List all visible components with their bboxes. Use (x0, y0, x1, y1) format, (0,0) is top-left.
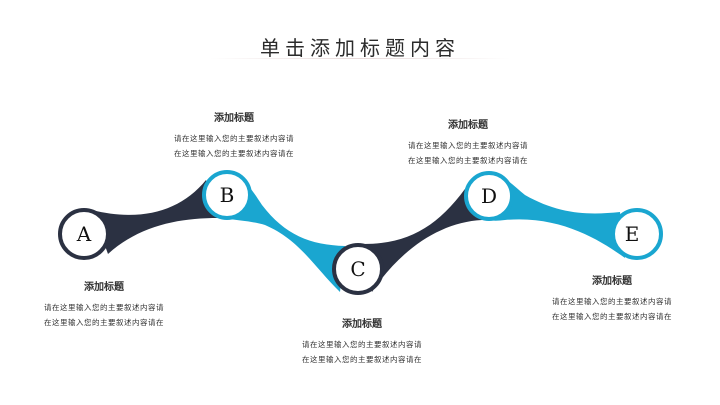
block-line[interactable]: 在这里输入您的主要叙述内容请在 (302, 355, 422, 364)
block-heading[interactable]: 添加标题 (342, 319, 382, 330)
node-e[interactable]: E (611, 208, 663, 260)
block-line[interactable]: 请在这里输入您的主要叙述内容请 (552, 297, 672, 306)
text-block-b: 添加标题 请在这里输入您的主要叙述内容请 在这里输入您的主要叙述内容请在 (144, 109, 324, 161)
block-line[interactable]: 请在这里输入您的主要叙述内容请 (408, 141, 528, 150)
node-d[interactable]: D (464, 171, 514, 221)
text-block-e: 添加标题 请在这里输入您的主要叙述内容请 在这里输入您的主要叙述内容请在 (522, 272, 702, 324)
svg-text:B: B (220, 183, 235, 207)
block-line[interactable]: 在这里输入您的主要叙述内容请在 (408, 156, 528, 165)
slide-title[interactable]: 单击添加标题内容 (260, 36, 460, 60)
svg-text:E: E (625, 222, 640, 246)
node-c[interactable]: C (332, 243, 384, 295)
text-block-d: 添加标题 请在这里输入您的主要叙述内容请 在这里输入您的主要叙述内容请在 (378, 116, 558, 168)
svg-text:A: A (76, 222, 92, 246)
block-heading[interactable]: 添加标题 (592, 276, 632, 287)
block-line[interactable]: 请在这里输入您的主要叙述内容请 (302, 340, 422, 349)
node-a[interactable]: A (58, 208, 110, 260)
block-line[interactable]: 在这里输入您的主要叙述内容请在 (552, 312, 672, 321)
block-line[interactable]: 请在这里输入您的主要叙述内容请 (44, 303, 164, 312)
node-b[interactable]: B (202, 170, 252, 220)
svg-text:D: D (481, 184, 497, 208)
block-line[interactable]: 在这里输入您的主要叙述内容请在 (44, 318, 164, 327)
text-block-a: 添加标题 请在这里输入您的主要叙述内容请 在这里输入您的主要叙述内容请在 (14, 278, 194, 330)
connector-c-d (360, 182, 482, 292)
text-block-c: 添加标题 请在这里输入您的主要叙述内容请 在这里输入您的主要叙述内容请在 (272, 315, 452, 367)
block-heading[interactable]: 添加标题 (84, 282, 124, 293)
connector-a-b (92, 180, 218, 254)
block-heading[interactable]: 添加标题 (214, 113, 254, 124)
svg-text:C: C (350, 257, 365, 281)
block-heading[interactable]: 添加标题 (448, 120, 488, 131)
block-line[interactable]: 请在这里输入您的主要叙述内容请 (174, 134, 294, 143)
title-divider (210, 58, 510, 59)
block-line[interactable]: 在这里输入您的主要叙述内容请在 (174, 149, 294, 158)
